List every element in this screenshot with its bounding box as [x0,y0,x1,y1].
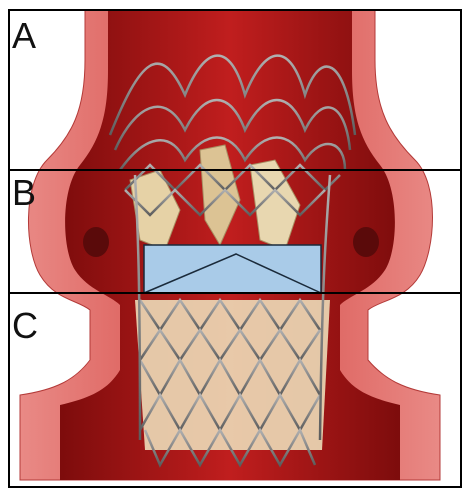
implant-zone-marker [144,245,321,293]
coronary-ostium-left-icon [83,227,109,257]
zone-label-c: C [12,305,38,346]
zone-label-a: A [12,15,36,56]
zone-label-b: B [12,172,36,213]
coronary-ostium-right-icon [353,227,379,257]
